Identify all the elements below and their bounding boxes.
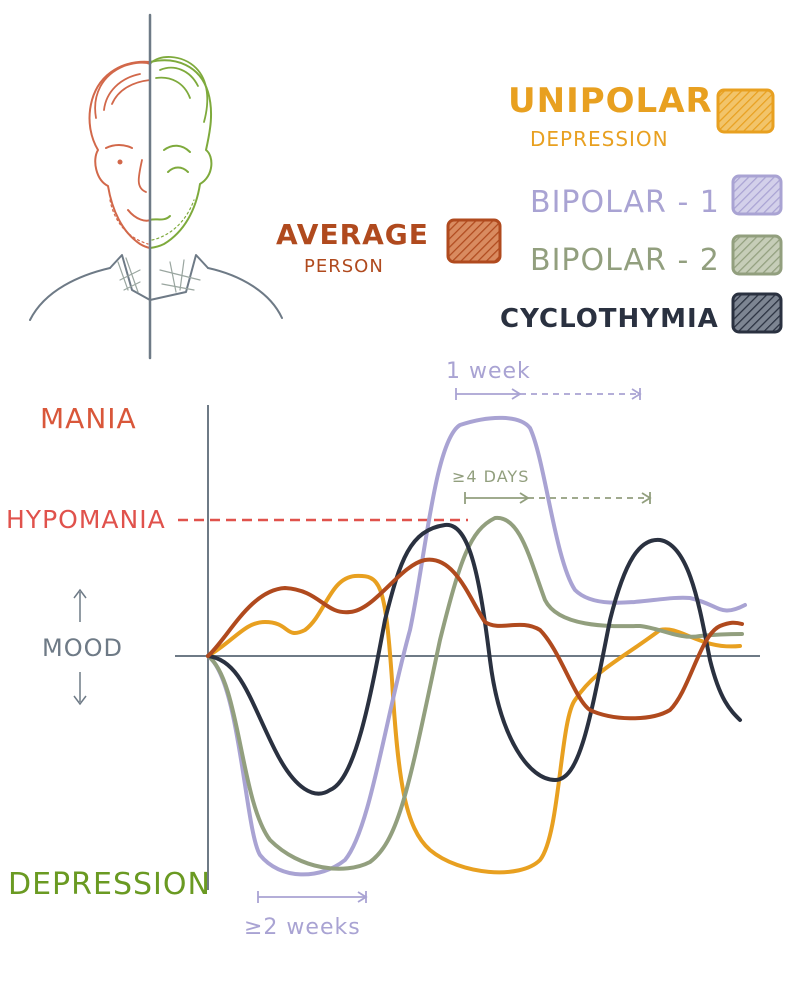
legend-average-sub: PERSON: [304, 256, 384, 277]
label-depression: DEPRESSION: [8, 867, 211, 902]
legend-swatch-cyclothymia: [731, 292, 783, 334]
legend-bipolar2: BIPOLAR - 2: [530, 243, 720, 278]
curve-bipolar2: [206, 515, 744, 871]
mood-down-arrow: [73, 672, 87, 706]
face-right-outline: [149, 59, 213, 249]
label-mood: MOOD: [42, 634, 123, 662]
curve-average: [206, 557, 744, 721]
mouth-right: [149, 215, 171, 221]
legend-swatch-bipolar1: [731, 174, 783, 216]
hair-left: [94, 61, 151, 119]
legend: UNIPOLAR DEPRESSION BIPOLAR - 1 BIPOLAR …: [276, 81, 783, 334]
curve-bipolar1: [206, 415, 747, 877]
legend-cyclothymia: CYCLOTHYMIA: [500, 304, 719, 334]
annotation-four-days: [464, 492, 652, 504]
eye-left: [117, 159, 123, 165]
annotation-one-week: [455, 388, 642, 400]
nose-left: [137, 159, 147, 193]
label-mania: MANIA: [40, 402, 137, 435]
face-left-outline: [88, 60, 151, 249]
beard-left: [109, 199, 149, 245]
legend-bipolar1: BIPOLAR - 1: [530, 185, 720, 220]
annotation-two-weeks: [257, 891, 368, 903]
legend-swatch-average: [446, 218, 502, 264]
mood-up-arrow: [73, 588, 87, 622]
eyebrow-left: [105, 144, 133, 149]
collar-right: [149, 254, 209, 301]
hair-right: [149, 56, 209, 123]
collar-left: [109, 254, 151, 301]
mood-curves: [206, 415, 747, 877]
label-hypomania: HYPOMANIA: [6, 505, 166, 534]
shirt-plaid: [117, 257, 201, 293]
curve-cyclothymia: [206, 522, 742, 796]
legend-swatch-unipolar: [716, 88, 775, 134]
legend-average-title: AVERAGE: [276, 218, 429, 251]
annotation-one-week-label: 1 week: [446, 359, 531, 384]
graph-axes: [175, 405, 760, 890]
annotation-two-weeks-label: ≥2 weeks: [244, 915, 361, 940]
eyebrow-right: [163, 144, 191, 153]
beard-right: [151, 199, 195, 241]
legend-unipolar-title: UNIPOLAR: [508, 81, 713, 121]
shoulders-outline: [29, 267, 283, 321]
mouth-left: [127, 209, 151, 222]
curve-unipolar: [206, 573, 742, 875]
eye-right: [167, 166, 189, 173]
legend-unipolar-sub: DEPRESSION: [530, 127, 669, 151]
legend-swatch-bipolar2: [731, 234, 783, 276]
annotation-four-days-label: ≥4 DAYS: [452, 467, 529, 486]
y-axis-labels: MANIA HYPOMANIA MOOD DEPRESSION: [6, 402, 211, 902]
split-face-portrait: [29, 13, 283, 360]
